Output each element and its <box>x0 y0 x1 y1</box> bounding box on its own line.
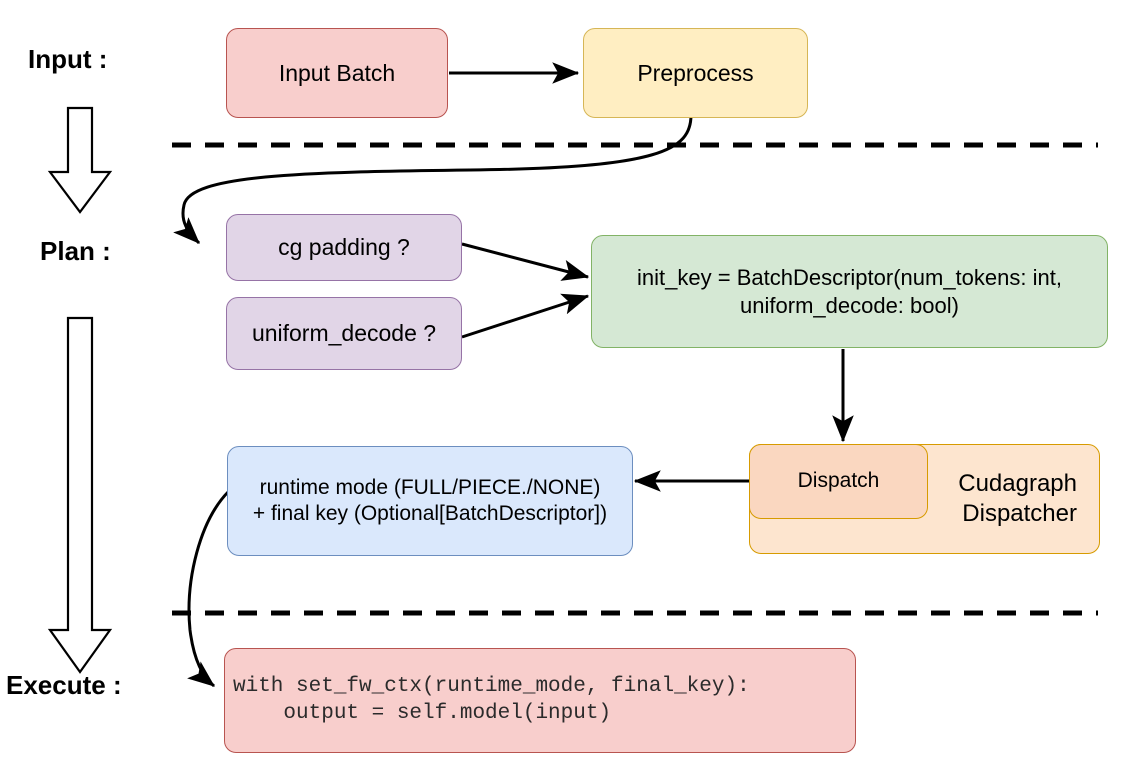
edge-runtime-mode-to-execute-code <box>187 489 231 688</box>
node-input-batch-label: Input Batch <box>278 59 396 86</box>
node-init-key-line1: init_key = BatchDescriptor(num_tokens: i… <box>637 265 1062 290</box>
node-execute-code[interactable]: with set_fw_ctx(runtime_mode, final_key)… <box>224 648 856 753</box>
node-cg-padding-label: cg padding ? <box>278 234 410 261</box>
node-dispatch[interactable]: Dispatch <box>749 444 928 519</box>
node-runtime-mode-line1: runtime mode (FULL/PIECE./NONE) <box>259 475 601 499</box>
node-preprocess-label: Preprocess <box>637 59 754 86</box>
node-init-key[interactable]: init_key = BatchDescriptor(num_tokens: i… <box>591 235 1108 348</box>
stage-label-input: Input : <box>28 44 108 74</box>
node-execute-code-block: with set_fw_ctx(runtime_mode, final_key)… <box>233 675 750 725</box>
stage-label-execute: Execute : <box>6 670 122 700</box>
node-cg-padding[interactable]: cg padding ? <box>226 214 462 281</box>
stage-arrow-input-to-plan <box>47 106 113 214</box>
node-uniform-decode-label: uniform_decode ? <box>251 320 437 347</box>
stage-label-plan: Plan : <box>40 236 111 266</box>
node-preprocess[interactable]: Preprocess <box>583 28 808 118</box>
node-cudagraph-dispatcher-line1: Cudagraph <box>958 470 1077 497</box>
node-runtime-mode[interactable]: runtime mode (FULL/PIECE./NONE) + final … <box>227 446 633 556</box>
node-uniform-decode[interactable]: uniform_decode ? <box>226 297 462 370</box>
node-runtime-mode-line2: + final key (Optional[BatchDescriptor]) <box>252 502 608 525</box>
node-cudagraph-dispatcher-line2: Dispatcher <box>962 500 1077 527</box>
edge-cg-padding-to-init-key <box>461 242 590 281</box>
edge-uniform-decode-to-init-key <box>461 293 590 339</box>
node-dispatch-label: Dispatch <box>797 469 880 493</box>
stage-arrow-plan-to-execute <box>47 316 113 674</box>
node-input-batch[interactable]: Input Batch <box>226 28 448 118</box>
node-init-key-line2: uniform_decode: bool) <box>740 292 959 318</box>
